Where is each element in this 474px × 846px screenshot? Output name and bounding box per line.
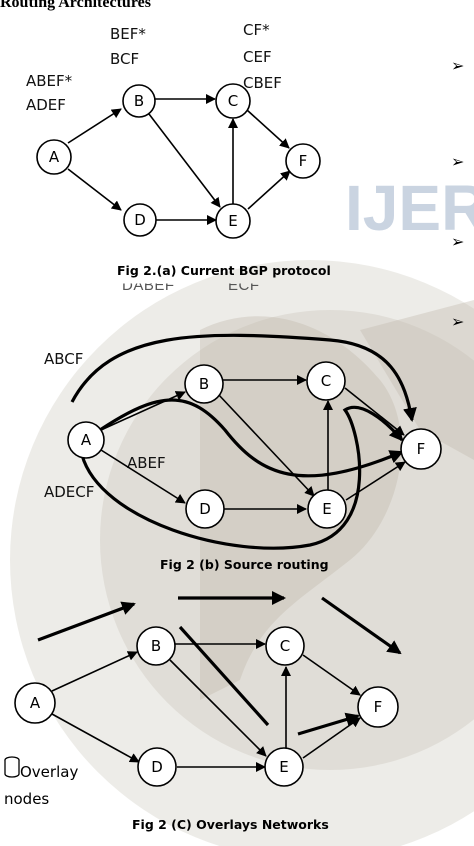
page-heading: Routing Architectures bbox=[0, 0, 151, 11]
svg-text:D: D bbox=[134, 211, 146, 229]
svg-text:F: F bbox=[299, 152, 308, 170]
fig-a-label-bef: BEF* bbox=[110, 25, 146, 43]
fig-b-edge-ef bbox=[345, 461, 406, 501]
fig-b-node-a: A bbox=[67, 421, 105, 459]
fig-a-node-c: C bbox=[215, 83, 251, 119]
svg-text:D: D bbox=[199, 500, 211, 518]
fig-a-edge-be bbox=[148, 113, 221, 208]
svg-text:C: C bbox=[321, 372, 331, 390]
bullet-marker: ➢ bbox=[451, 312, 465, 331]
fig-a-label-cef: CEF bbox=[243, 48, 272, 66]
fig-a-edge-ad bbox=[67, 168, 122, 211]
svg-text:A: A bbox=[30, 694, 41, 712]
fig-c-node-f: F bbox=[357, 686, 399, 728]
svg-text:B: B bbox=[134, 92, 144, 110]
fig-b-node-f: F bbox=[400, 428, 442, 470]
bullet-marker: ➢ bbox=[451, 56, 465, 75]
fig-c-edge-ad bbox=[51, 713, 140, 763]
svg-text:C: C bbox=[228, 92, 238, 110]
svg-text:A: A bbox=[81, 431, 92, 449]
fig-c-node-e: E bbox=[264, 747, 304, 787]
fig-a-label-adef: ADEF bbox=[26, 96, 66, 114]
fig-c-overlay-arrow-4 bbox=[178, 625, 270, 727]
fig-c-node-b: B bbox=[136, 626, 176, 666]
fig-c-edge-ab bbox=[51, 651, 138, 692]
fig-c-node-c: C bbox=[265, 626, 305, 666]
overlay-node-icon bbox=[4, 756, 20, 778]
fig-a-edge-ab bbox=[67, 108, 122, 144]
svg-text:E: E bbox=[228, 212, 237, 230]
fig-c-overlay-arrow-5 bbox=[297, 712, 360, 736]
fig-a-node-d: D bbox=[123, 203, 157, 237]
watermark-text: IJER bbox=[345, 172, 474, 244]
fig-c-node-d: D bbox=[137, 747, 177, 787]
fig-a-node-f: F bbox=[285, 143, 321, 179]
fig-b-edge-be bbox=[217, 393, 315, 497]
svg-text:E: E bbox=[279, 758, 288, 776]
svg-text:C: C bbox=[280, 637, 290, 655]
svg-text:F: F bbox=[374, 698, 383, 716]
bullet-marker: ➢ bbox=[451, 232, 465, 251]
fig-a-edge-cf bbox=[246, 109, 290, 149]
svg-text:A: A bbox=[49, 148, 60, 166]
fig-a-label-cbef: CBEF bbox=[243, 74, 282, 92]
fig-b-route-curve-bottom bbox=[80, 405, 404, 550]
svg-text:D: D bbox=[151, 758, 163, 776]
fig-a-node-a: A bbox=[36, 139, 72, 175]
fig-c-edge-ef bbox=[302, 717, 361, 759]
fig-b-route-abef: ABEF bbox=[127, 454, 166, 472]
fig-b-route-abcf: ABCF bbox=[44, 350, 83, 368]
fig-c-overlay-arrow-1 bbox=[37, 601, 136, 642]
fig-b-edge-ab bbox=[100, 391, 186, 431]
svg-text:F: F bbox=[417, 440, 426, 458]
fig-b-node-e: E bbox=[307, 489, 347, 529]
fig-b-caption: Fig 2 (b) Source routing bbox=[160, 557, 329, 572]
fig-a-edge-ef bbox=[247, 170, 291, 210]
fig-b-edge-cf bbox=[344, 387, 405, 436]
fig-a-caption: Fig 2.(a) Current BGP protocol bbox=[117, 263, 331, 278]
fig-a-label-bcf: BCF bbox=[110, 50, 139, 68]
fig-c-edge-be bbox=[169, 659, 267, 757]
svg-text:E: E bbox=[322, 500, 331, 518]
fig-c-node-a: A bbox=[14, 682, 56, 724]
fig-a-label-abef: ABEF* bbox=[26, 72, 73, 90]
bullet-marker: ➢ bbox=[451, 152, 465, 171]
overlay-legend-line2: nodes bbox=[4, 790, 50, 808]
fig-b-edge-ad bbox=[100, 449, 186, 504]
fig-b-route-adecf: ADECF bbox=[44, 483, 94, 501]
fig-b-node-b: B bbox=[184, 364, 224, 404]
fig-b-node-c: C bbox=[306, 361, 346, 401]
fig-a-label-cf: CF* bbox=[243, 21, 270, 39]
svg-text:B: B bbox=[199, 375, 209, 393]
fig-a-cut-label-ecf: ECF bbox=[228, 277, 260, 294]
fig-a-node-b: B bbox=[122, 84, 156, 118]
fig-c-caption: Fig 2 (C) Overlays Networks bbox=[132, 817, 329, 832]
svg-text:B: B bbox=[151, 637, 161, 655]
fig-b-node-d: D bbox=[185, 489, 225, 529]
fig-b-route-curve-top bbox=[70, 333, 417, 422]
fig-a-cut-label-dabef: DABEF bbox=[122, 277, 175, 294]
fig-a-node-e: E bbox=[215, 203, 251, 239]
fig-c-edge-cf bbox=[302, 654, 361, 696]
overlay-legend-line1: Overlay bbox=[20, 763, 79, 781]
fig-c-overlay-arrow-3 bbox=[321, 596, 402, 655]
